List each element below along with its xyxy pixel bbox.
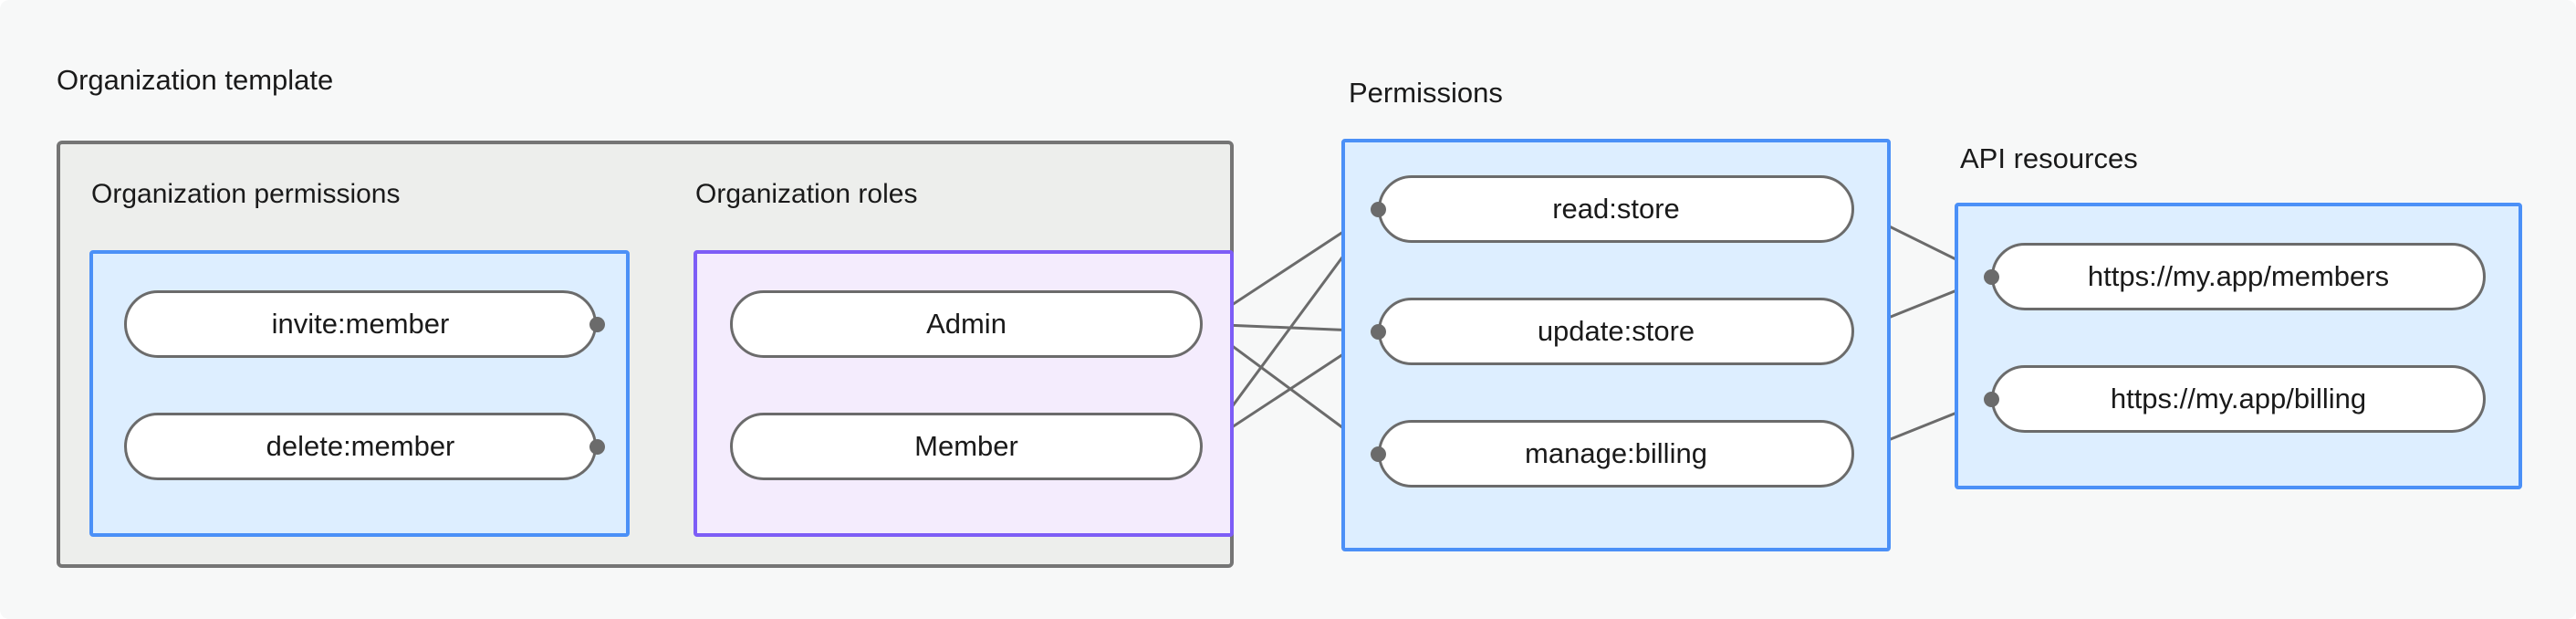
node-billing-url[interactable]: https://my.app/billing: [1991, 365, 2486, 433]
node-update-store[interactable]: update:store: [1378, 298, 1854, 365]
organization-permissions-title: Organization permissions: [91, 179, 401, 209]
connector-dot-read-store-in: [1370, 201, 1386, 217]
node-member[interactable]: Member: [730, 413, 1203, 480]
connector-dot-manage-billing-in: [1370, 446, 1386, 462]
connector-dot-billing-url-in: [1983, 391, 1999, 407]
connector-dot-invite-member-out: [589, 316, 605, 332]
node-admin[interactable]: Admin: [730, 290, 1203, 358]
node-members-url[interactable]: https://my.app/members: [1991, 243, 2486, 310]
permissions-title: Permissions: [1349, 77, 1503, 109]
api-resources-title: API resources: [1960, 142, 2138, 174]
node-delete-member[interactable]: delete:member: [124, 413, 597, 480]
connector-dot-members-url-in: [1983, 268, 1999, 285]
organization-roles-title: Organization roles: [695, 179, 918, 209]
connector-dot-update-store-in: [1370, 323, 1386, 340]
organization-template-title: Organization template: [57, 64, 334, 96]
node-manage-billing[interactable]: manage:billing: [1378, 420, 1854, 488]
connector-dot-delete-member-out: [589, 438, 605, 455]
node-read-store[interactable]: read:store: [1378, 175, 1854, 243]
node-invite-member[interactable]: invite:member: [124, 290, 597, 358]
